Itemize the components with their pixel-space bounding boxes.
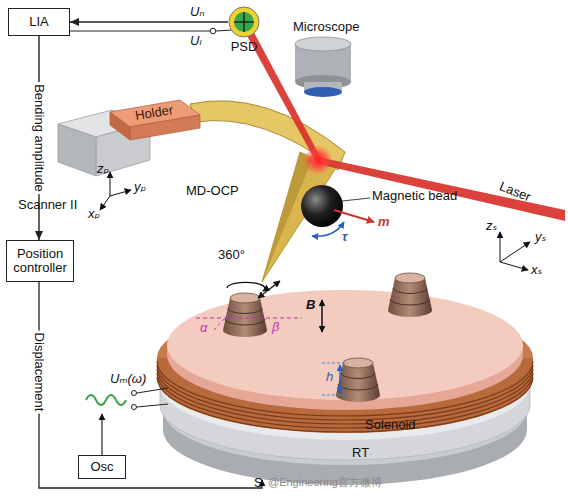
pillar-ring (338, 384, 378, 390)
connector (70, 18, 228, 26)
text-label: Uₗ (190, 34, 202, 48)
text-label: zₚ (97, 162, 109, 176)
torque-arrow (312, 222, 344, 236)
connector-line (70, 21, 228, 22)
dashed-guide (322, 363, 348, 364)
dashed-guide (322, 395, 348, 396)
wire (216, 30, 232, 31)
arrow-head (70, 18, 79, 26)
distance-arrow (258, 281, 280, 298)
sine-wave (86, 395, 126, 405)
angle-guide (196, 317, 302, 318)
text-label: β (272, 320, 279, 334)
box-text: LIA (29, 15, 49, 29)
box-text: Osc (90, 460, 113, 474)
text-label: RT (352, 446, 369, 460)
pillar-top (395, 273, 425, 283)
text-label: xₚ (88, 207, 100, 221)
holder-block: Holder (105, 96, 205, 142)
pillar-ring (225, 319, 265, 325)
pillar-ring (393, 288, 427, 294)
pillar (223, 293, 267, 337)
scanner-block (58, 124, 96, 176)
text-label: α (200, 321, 207, 335)
axis (500, 262, 528, 270)
text-label: zₛ (486, 219, 497, 233)
text-label: xₛ (531, 263, 542, 277)
text-label: m (378, 215, 390, 229)
instrument-box: LIA (8, 8, 70, 36)
connector-label: Bending amplitude (32, 82, 46, 194)
text-label: Solenoid (365, 418, 416, 432)
pillar-body (388, 278, 432, 317)
text-label: Microscope (293, 20, 359, 34)
laser-spot (303, 145, 333, 175)
controller-box: Position controller (6, 240, 74, 282)
text-label: yₚ (134, 180, 146, 194)
pillar-top (230, 293, 260, 303)
wire (70, 30, 210, 31)
text-label: τ (342, 230, 347, 244)
moment-arrow (334, 210, 374, 222)
text-label: h (326, 370, 333, 384)
terminal (210, 28, 216, 34)
magnetic-bead (301, 185, 343, 227)
text-label: @Engineering官方微博 (268, 476, 382, 488)
detector-rim (229, 7, 259, 37)
axis (500, 242, 530, 262)
arrow-head (35, 231, 43, 240)
text-label: yₛ (535, 230, 546, 244)
detector-circle: PSD (228, 6, 260, 38)
text-label: Uₘ(ω) (110, 372, 146, 386)
angle-guide (214, 306, 236, 330)
axis (110, 172, 111, 196)
axis (500, 232, 501, 262)
axis (100, 196, 110, 210)
terminal (132, 405, 137, 410)
pillar-ring (341, 373, 375, 379)
laser-beam (318, 157, 565, 221)
text-label: 360° (218, 248, 245, 262)
rotation-arrow (227, 282, 265, 291)
box-text: Position controller (7, 247, 73, 275)
wire (137, 388, 168, 393)
text-label: S (254, 476, 263, 490)
detector-cross (243, 12, 244, 32)
pillar (388, 273, 432, 317)
microscope-top (295, 37, 351, 51)
field-arrow (321, 300, 323, 332)
pillar-ring (228, 308, 262, 314)
pillar-ring (390, 299, 430, 305)
text-label: Displacement (32, 331, 46, 414)
terminal (132, 391, 137, 396)
wire (39, 282, 262, 488)
axis (110, 190, 131, 196)
detector-label: PSD (220, 39, 268, 54)
pillar-body (336, 363, 380, 402)
wire (101, 414, 102, 455)
text-label: Uₙ (190, 5, 205, 19)
leader-line (342, 198, 370, 201)
text-label: MD-OCP (186, 184, 239, 198)
oscillator-box: Osc (78, 455, 126, 479)
microscope-lens (304, 87, 342, 97)
detector-shape (228, 6, 260, 38)
text-label: B (306, 298, 315, 312)
text-label: Scanner II (18, 198, 77, 212)
wire (137, 404, 168, 407)
text-label: Magnetic bead (372, 189, 457, 203)
holder-face (110, 112, 130, 140)
detector-face (234, 12, 254, 32)
height-arrow (339, 365, 340, 393)
